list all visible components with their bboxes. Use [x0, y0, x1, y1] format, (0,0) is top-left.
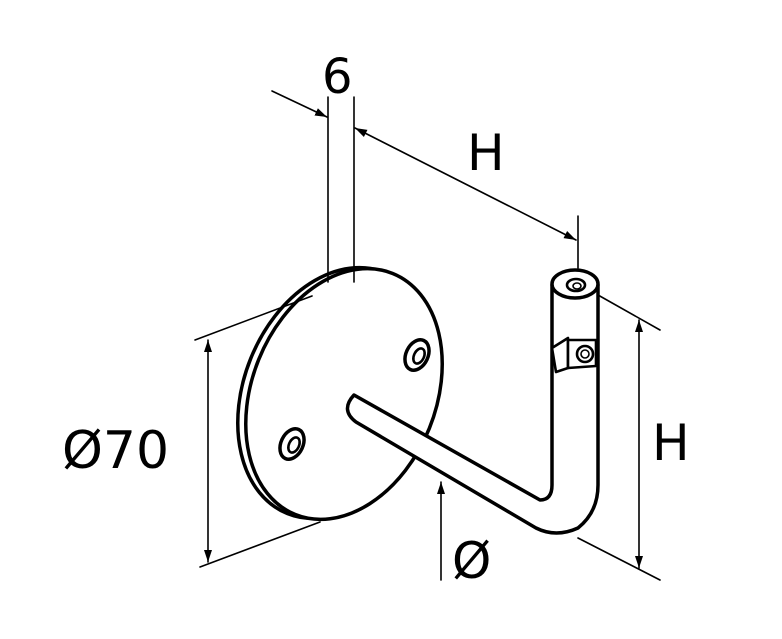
plate-thickness-label: 6	[322, 49, 353, 105]
wall-plate	[236, 265, 444, 522]
plate-diameter-label: Ø70	[62, 421, 169, 481]
bracket-arm	[345, 268, 600, 535]
wall-plate-front	[244, 266, 444, 522]
dimension-plate-diameter: Ø70	[62, 295, 321, 568]
dimension-plate-thickness: 6	[271, 49, 355, 283]
dimension-height: H	[577, 294, 690, 581]
projection-label: H	[467, 124, 505, 182]
height-label: H	[652, 414, 690, 472]
mounting-hole-lower	[278, 427, 306, 461]
mounting-hole-upper	[403, 338, 431, 372]
dimension-tube-diameter: Ø	[437, 481, 491, 590]
tube-diameter-label: Ø	[452, 532, 491, 590]
dimension-projection: H	[354, 124, 579, 269]
